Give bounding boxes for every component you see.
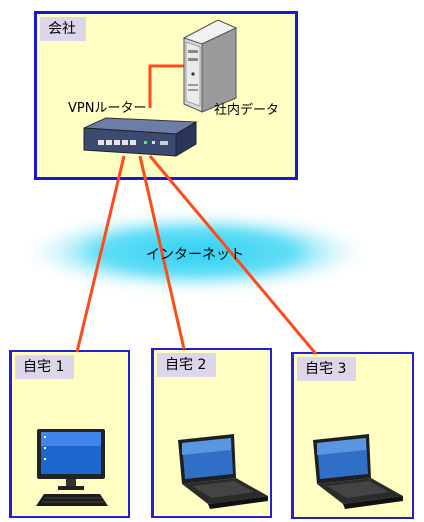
router-icon bbox=[83, 117, 198, 157]
home-label-2: 自宅 2 bbox=[157, 353, 217, 377]
link-router-home2 bbox=[138, 155, 186, 350]
office-box: 会社 bbox=[34, 11, 298, 180]
desktop-pc-icon bbox=[36, 429, 108, 506]
server-icon bbox=[182, 19, 238, 113]
link-router-home1 bbox=[75, 155, 126, 353]
laptop-icon-3 bbox=[313, 434, 403, 509]
router-label: VPNルーター bbox=[68, 101, 147, 116]
link-router-home3 bbox=[148, 155, 318, 355]
home-label-3: 自宅 3 bbox=[297, 357, 357, 381]
laptop-icon-2 bbox=[178, 434, 268, 509]
internet-label: インターネット bbox=[146, 247, 244, 263]
home-label-1: 自宅 1 bbox=[15, 355, 75, 379]
office-label: 会社 bbox=[40, 17, 86, 41]
server-label: 社内データ bbox=[214, 103, 280, 118]
link-router-server bbox=[148, 64, 186, 108]
